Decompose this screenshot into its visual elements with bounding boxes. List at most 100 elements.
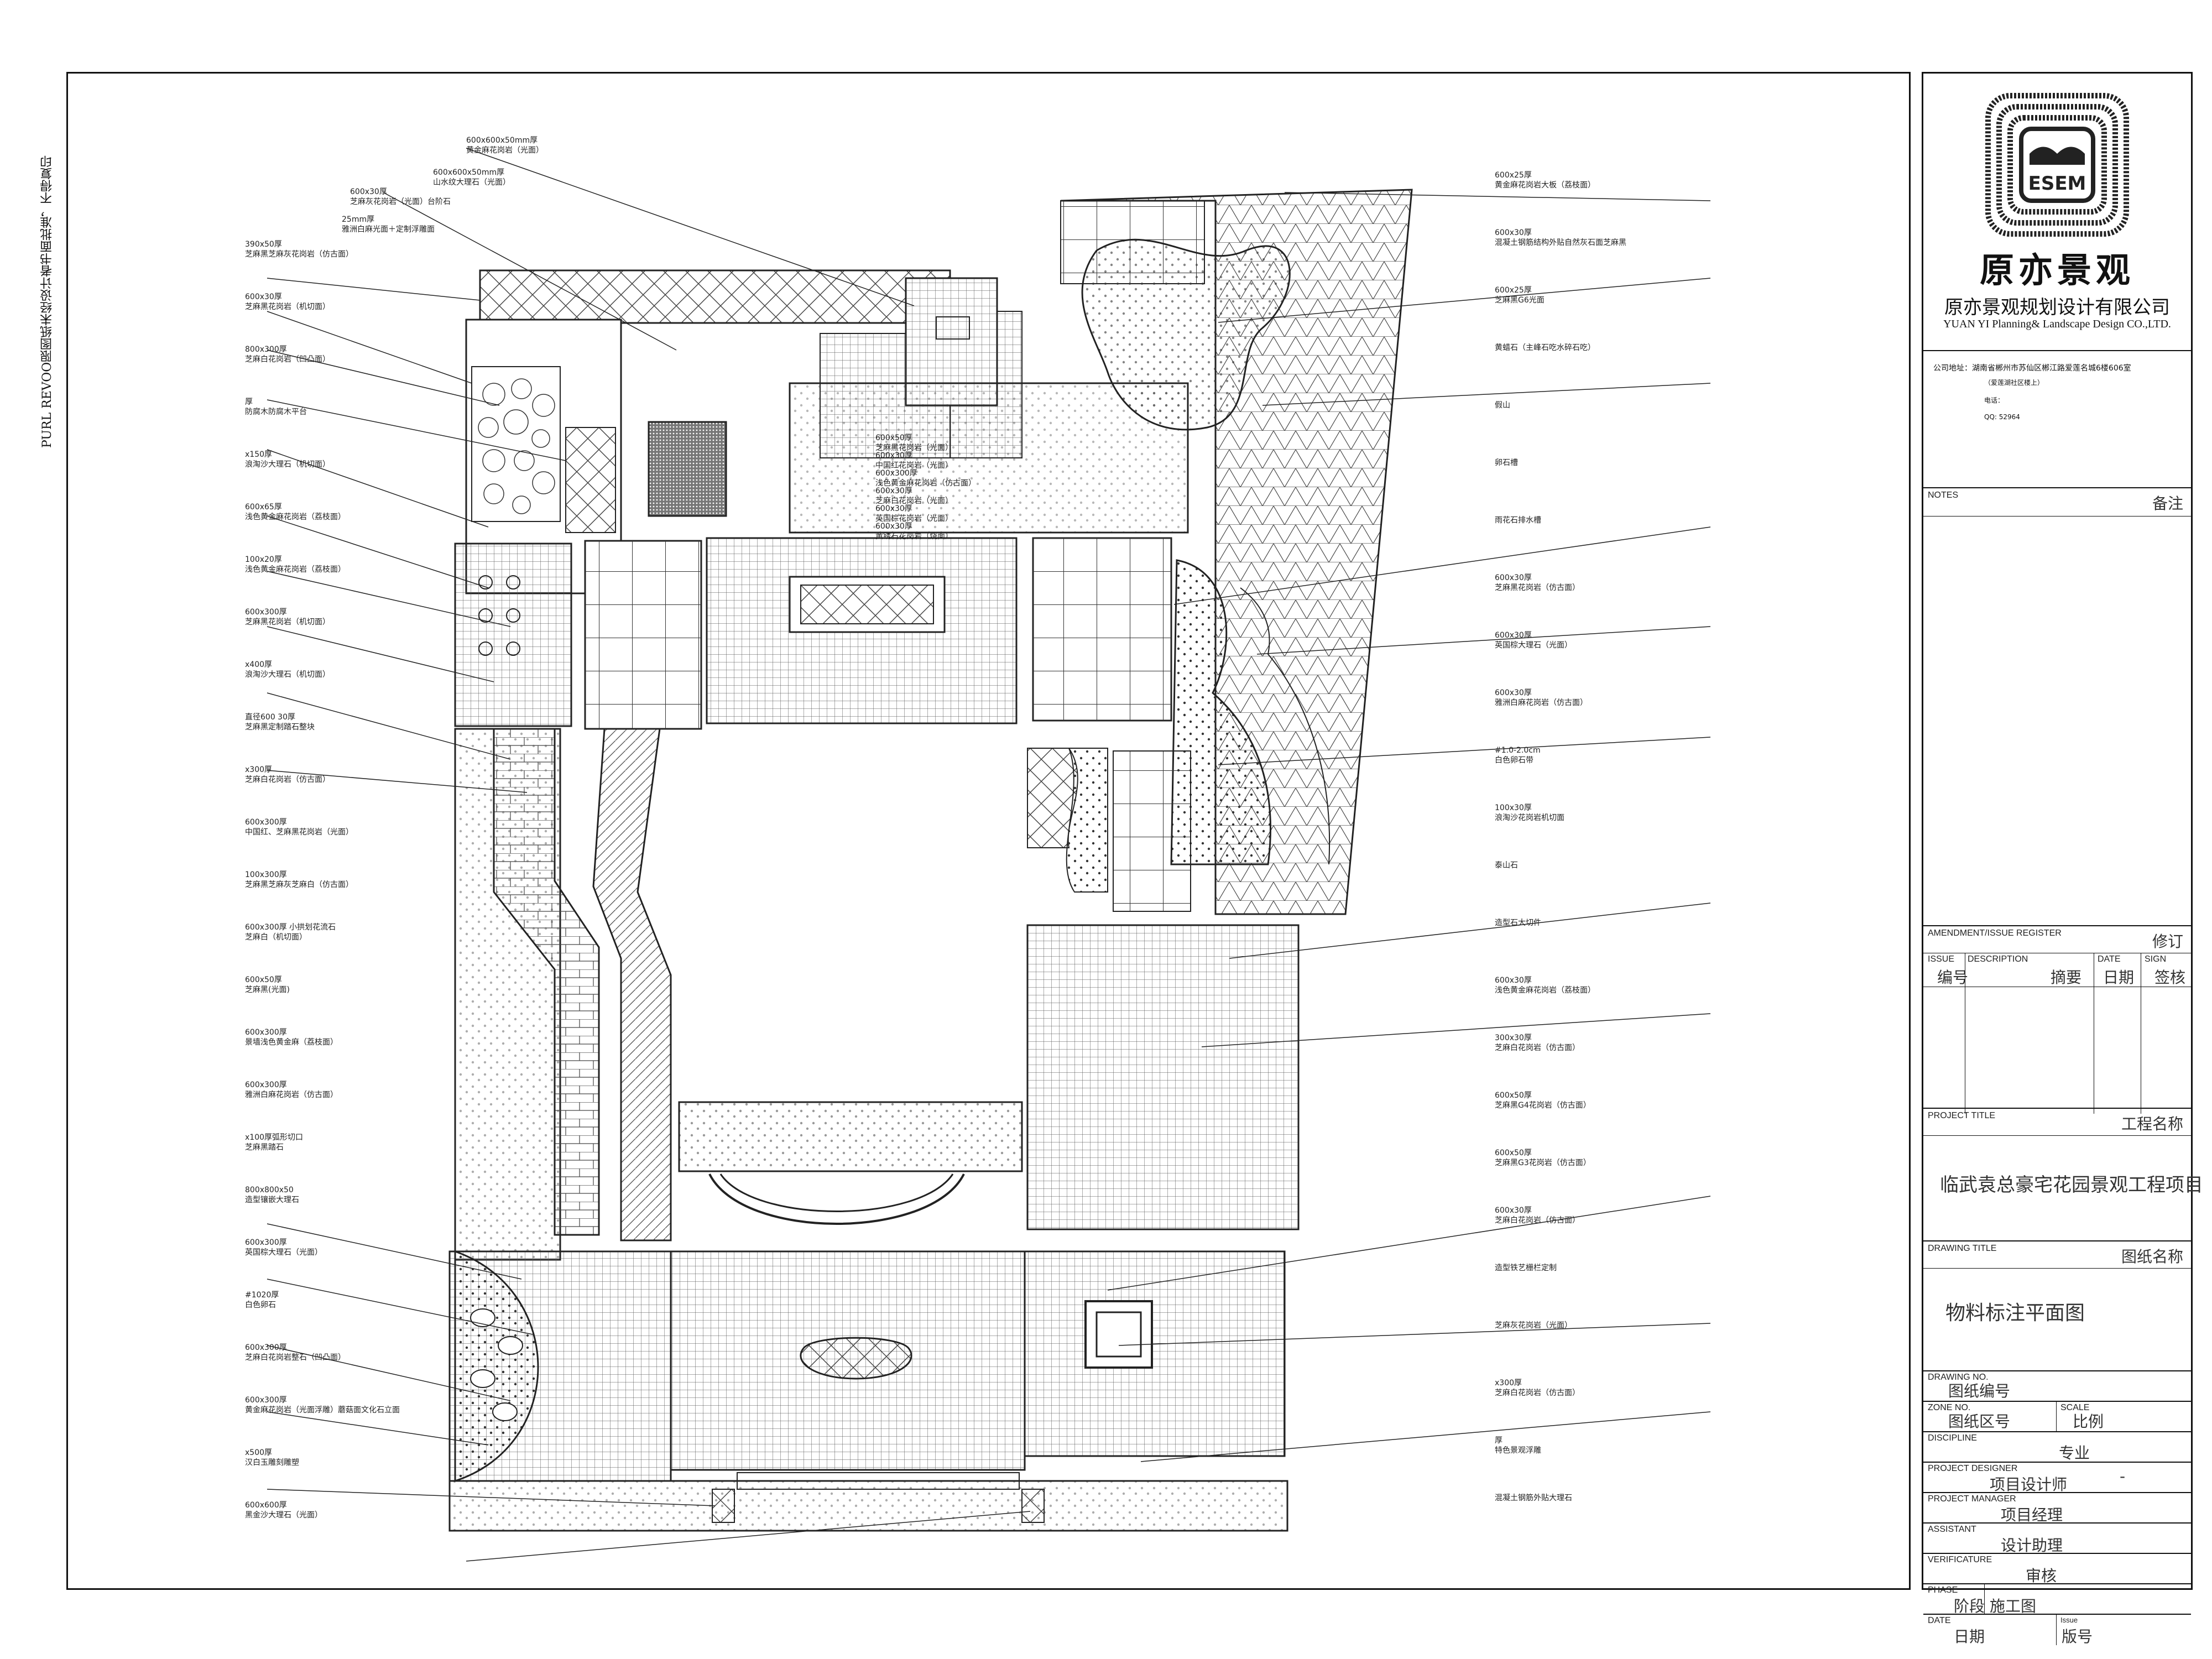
callout-material: 芝麻黑芝麻灰花岗岩（仿古面） [245,250,353,259]
callout-left-10: 直径600 30厚芝麻黑定制踏石整块 [245,712,315,732]
callout-right-20: 造型铁艺栅栏定制 [1495,1263,1557,1273]
callout-material: 泰山石 [1495,861,1518,870]
callout-material: 芝麻白花岗岩（仿古面） [1495,1389,1580,1397]
callout-spec: 600x600厚 [245,1501,287,1510]
drawing-section: DRAWING TITLE 图纸名称 物料标注平面图 [1923,1240,2191,1373]
amend-en: AMENDMENT/ISSUE REGISTER [1928,928,2062,938]
callout-spec: 300x30厚 [1495,1034,1532,1042]
callout-material: 景墙浅色黄金麻（荔枝面） [245,1038,338,1047]
callout-right-13: 泰山石 [1495,860,1518,870]
callout-material: 芝麻白花岗岩（仿古面） [1495,1044,1580,1052]
callout-material: 芝麻黑踏石 [245,1143,284,1152]
callout-spec: 600x30厚 [350,187,387,196]
callout-material: 山水纹大理石（光面） [433,178,510,187]
callout-material: 芝麻灰花岗岩（光面）台阶石 [350,197,451,206]
callout-top-4: 25mm厚 雅洲白麻光面＋定制浮雕面 [342,215,435,234]
callout-material: 雨花石排水槽 [1495,516,1541,525]
company-name-en: YUAN YI Planning& Landscape Design CO.,L… [1943,318,2171,330]
designer-row: PROJECT DESIGNER 项目设计师 - [1923,1462,2191,1494]
phase-en: PHASE [1928,1585,1958,1595]
verify-row: VERIFICATURE 审核 [1923,1553,2191,1585]
callout-spec: 直径600 30厚 [245,713,295,722]
amend-cn: 修订 [2152,932,2183,951]
company-logo: ESEM [1985,93,2129,237]
callout-left-23: 600x300厚黄金麻花岗岩（光面浮雕）蘑菇面文化石立面 [245,1395,400,1415]
callout-spec: 600x300厚 [245,1028,287,1037]
callout-material: 芝麻黑G4花岗岩（仿古面） [1495,1101,1591,1110]
date2-en: DATE [1928,1616,1951,1625]
callout-left-18: x100厚弧形切口芝麻黑踏石 [245,1133,303,1152]
callout-material: 芝麻黑花岗岩（机切面） [245,618,330,627]
notes-en: NOTES [1928,491,1959,500]
callout-material: 浅色黄金麻花岗岩（荔枝面） [1495,986,1595,995]
callout-spec: x400厚 [245,660,273,669]
callout-left-13: 100x300厚芝麻黑芝麻灰芝麻白（仿古面） [245,870,353,890]
callout-spec: x500厚 [245,1448,273,1457]
callout-right-21: 芝麻灰花岗岩（光面） [1495,1321,1572,1331]
callout-right-1: 600x25厚黄金麻花岗岩大板（荔枝面） [1495,170,1595,190]
discipline-row: DISCIPLINE 专业 [1923,1431,2191,1462]
callout-right-4: 黄蜡石（主峰石吃水碎石吃） [1495,343,1595,353]
company-qq: QQ: 52964 [1984,413,2020,421]
callout-material: 雅洲白麻花岗岩（仿古面） [245,1091,338,1099]
scale-cn: 比例 [2073,1412,2104,1431]
callout-spec: 600x600x50mm厚 [466,136,538,145]
callout-right-10: 600x30厚雅洲白麻花岗岩（仿古面） [1495,688,1588,708]
callout-right-5: 假山 [1495,400,1510,410]
callout-spec: x100厚弧形切口 [245,1133,304,1142]
callout-material: 浅色黄金麻花岗岩（荔枝面） [245,565,346,574]
designer-value: - [2120,1467,2126,1485]
callout-spec: #1020厚 [245,1291,279,1300]
callout-left-21: #1020厚白色卵石 [245,1290,279,1310]
callout-material: 白色卵石带 [1495,756,1533,765]
callout-spec: 600x25厚 [1495,286,1532,295]
callout-material: 黄蜡石（主峰石吃水碎石吃） [1495,343,1595,352]
callout-left-15: 600x50厚芝麻黑(光面) [245,975,290,995]
callout-spec: 600x30厚 [875,451,912,460]
callout-material: 芝麻白花岗岩（仿古面） [1495,1216,1580,1225]
callout-material: 造型石大切件 [1495,919,1541,927]
callout-material: 白色卵石 [245,1301,276,1310]
assistant-row: ASSISTANT 设计助理 [1923,1522,2191,1554]
callout-right-15: 600x30厚浅色黄金麻花岗岩（荔枝面） [1495,975,1595,995]
callout-material: 芝麻黑(光面) [245,985,290,994]
drawing-no-cn: 图纸编号 [1948,1382,2011,1400]
drawing-frame: 600x600x50mm厚 黄金麻花岗岩（光面） 600x600x50mm厚 山… [66,72,1911,1590]
zone-row: ZONE NO. 图纸区号 SCALE 比例 [1923,1401,2191,1432]
side-note: PURL REVOO限图纸未经设计者书面批准，不得复印 [40,155,54,448]
designer-cn: 项目设计师 [1990,1475,2068,1494]
callout-left-5: x150厚浪淘沙大理石（机切面） [245,450,330,469]
project-section: PROJECT TITLE 工程名称 临武袁总豪宅花园景观工程项目 [1923,1108,2203,1240]
callout-spec: 600x30厚 [1495,688,1532,697]
callout-spec: 600x30厚 [1495,1206,1532,1215]
manager-en: PROJECT MANAGER [1928,1494,2016,1504]
callout-spec: 800x800x50 [245,1186,294,1194]
callout-top-3: 600x30厚 芝麻灰花岗岩（光面）台阶石 [350,187,451,207]
callout-left-14: 600x300厚 小拱划花流石芝麻白（机切面） [245,922,336,942]
callout-right-18: 600x50厚芝麻黑G3花岗岩（仿古面） [1495,1148,1591,1168]
callout-material: 混凝土钢筋结构外贴自然灰石面芝麻黑 [1495,238,1626,247]
callout-center-1: 600x50厚芝麻黑花岗岩（光面） [875,433,953,453]
callout-spec: 600x30厚 [1495,573,1532,582]
date2-cn: 日期 [1954,1627,1985,1646]
callout-material: 芝麻黑定制踏石整块 [245,723,315,732]
callout-spec: #1.0-2.0cm [1495,746,1541,755]
notes-cn: 备注 [2152,494,2183,513]
callout-left-16: 600x300厚景墙浅色黄金麻（荔枝面） [245,1027,338,1047]
project-divider [1923,1135,2191,1136]
callout-left-4: 厚防腐木防腐木平台 [245,397,307,417]
callout-spec: 100x30厚 [1495,804,1532,812]
title-block: ESEM 原亦景观 原亦景观规划设计有限公司 YUAN YI Planning&… [1922,72,2203,1646]
callout-center-4: 600x30厚芝麻白花岗岩（光面） [875,486,953,506]
callout-left-17: 600x300厚雅洲白麻花岗岩（仿古面） [245,1080,338,1100]
callout-spec: 600x25厚 [1495,171,1532,180]
callout-material: 芝麻黑花岗岩（光面） [875,444,953,452]
issue-cn: 编号 [1937,968,1969,987]
callout-material: 芝麻白花岗岩整石（凹凸面） [245,1353,346,1362]
callout-material: 浪淘沙花岗岩机切面 [1495,813,1564,822]
callout-spec: 600x300厚 [245,608,287,617]
callout-material: 浪淘沙大理石（机切面） [245,670,330,679]
callout-left-12: 600x300厚中国红、芝麻黑花岗岩（光面） [245,817,353,837]
